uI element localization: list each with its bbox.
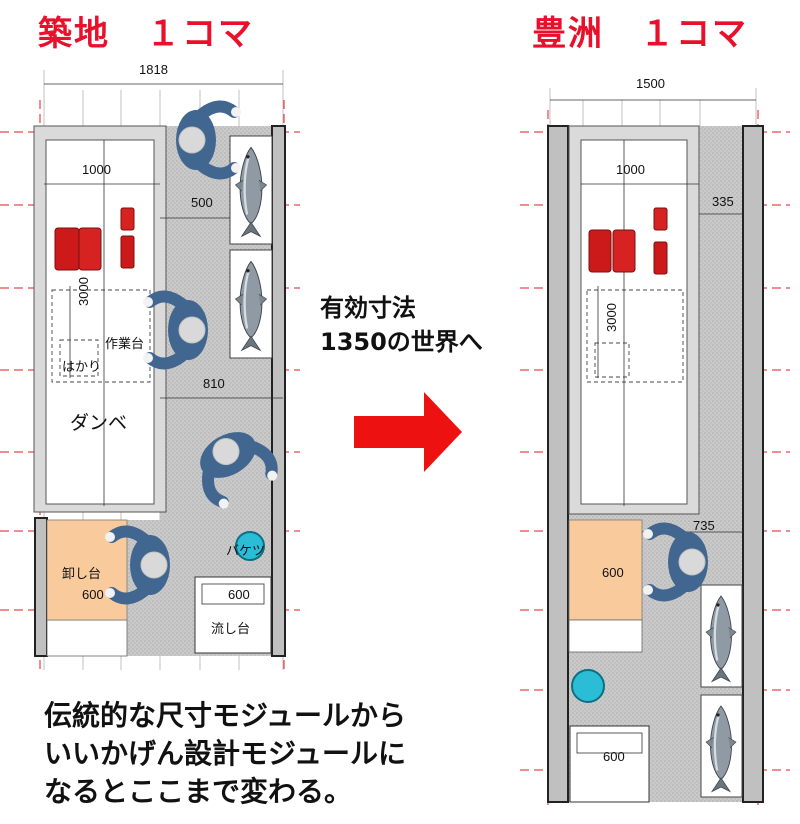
tsukiji-label-worktable: 作業台 bbox=[105, 336, 145, 351]
tsukiji-dim-length: 3000 bbox=[76, 277, 91, 306]
tsukiji-dim-table: 1000 bbox=[82, 162, 111, 177]
tsukiji-label-scale: はかり bbox=[62, 359, 102, 374]
toyosu-title: 豊洲 １コマ bbox=[532, 14, 748, 54]
toyosu-dim-sink: 600 bbox=[603, 749, 625, 764]
toyosu-dim-unload: 600 bbox=[602, 565, 624, 580]
tsukiji-plan bbox=[0, 70, 300, 670]
tsukiji-label-sink: 流し台 bbox=[211, 621, 251, 636]
tsukiji-dim-width: 1818 bbox=[139, 62, 168, 77]
tsukiji-label-bucket: バケツ bbox=[226, 543, 266, 558]
middle-line-1: 有効寸法 bbox=[320, 294, 416, 322]
right-arrow-icon bbox=[354, 392, 462, 472]
middle-line-2: 1350の世界へ bbox=[320, 328, 483, 356]
tsukiji-dim-aisle: 500 bbox=[191, 195, 213, 210]
tsukiji-label-unload: 卸し台 bbox=[62, 566, 102, 581]
tsukiji-dim-sink: 600 bbox=[228, 587, 250, 602]
tsukiji-dim-work: 810 bbox=[203, 376, 225, 391]
toyosu-plan bbox=[520, 88, 790, 810]
tsukiji-dim-unload: 600 bbox=[82, 587, 104, 602]
toyosu-dim-aisle: 335 bbox=[712, 194, 734, 209]
toyosu-dim-table: 1000 bbox=[616, 162, 645, 177]
toyosu-dim-length: 3000 bbox=[604, 303, 619, 332]
caption-line-2: いいかげん設計モジュールに bbox=[44, 737, 407, 770]
caption-line-1: 伝統的な尺寸モジュールから bbox=[44, 699, 407, 732]
tsukiji-title: 築地 １コマ bbox=[38, 14, 254, 54]
toyosu-dim-width: 1500 bbox=[636, 76, 665, 91]
tsukiji-label-danbe: ダンベ bbox=[70, 413, 128, 434]
caption-line-3: なるとここまで変わる。 bbox=[44, 775, 353, 808]
toyosu-dim-work: 735 bbox=[693, 518, 715, 533]
